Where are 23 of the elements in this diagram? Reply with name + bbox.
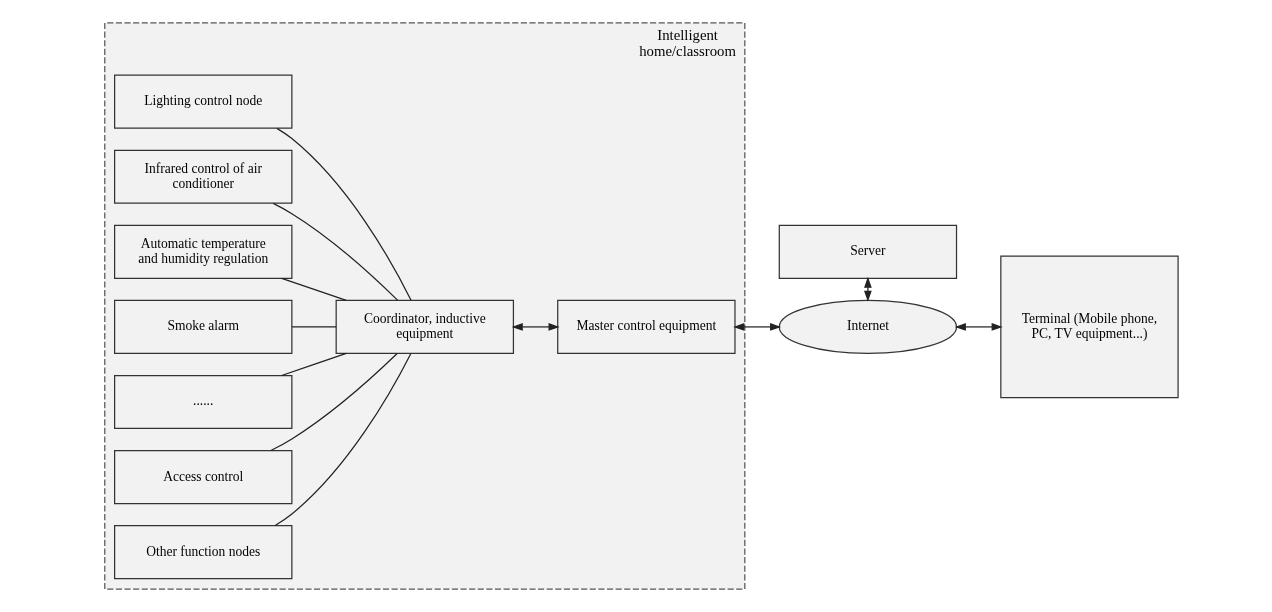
node-box: Automatic temperature and humidity regulation — [113, 224, 292, 279]
node-box: Infrared control of air conditioner — [113, 149, 292, 204]
node-box: ...... — [113, 374, 292, 430]
connector — [272, 202, 398, 302]
connector — [269, 352, 398, 452]
node-box: Smoke alarm — [113, 299, 292, 354]
node-box: Server — [778, 224, 957, 279]
node-box: Master control equipment — [556, 299, 736, 354]
node-box: Other function nodes — [113, 525, 292, 580]
connector — [275, 127, 412, 301]
connector — [274, 353, 411, 527]
connector — [280, 352, 347, 377]
node-box: Lighting control node — [113, 74, 292, 129]
arrow — [954, 323, 1003, 331]
arrow — [511, 323, 560, 331]
arrow — [863, 276, 872, 302]
node-box: Access control — [113, 450, 292, 505]
connector — [280, 277, 347, 302]
node-box: Coordinator, inductive equipment — [335, 299, 514, 354]
connector — [290, 326, 337, 328]
node-ellipse: Internet — [778, 299, 957, 354]
arrow — [732, 323, 781, 331]
node-box: Terminal (Mobile phone, PC, TV equipment...) — [999, 255, 1179, 399]
